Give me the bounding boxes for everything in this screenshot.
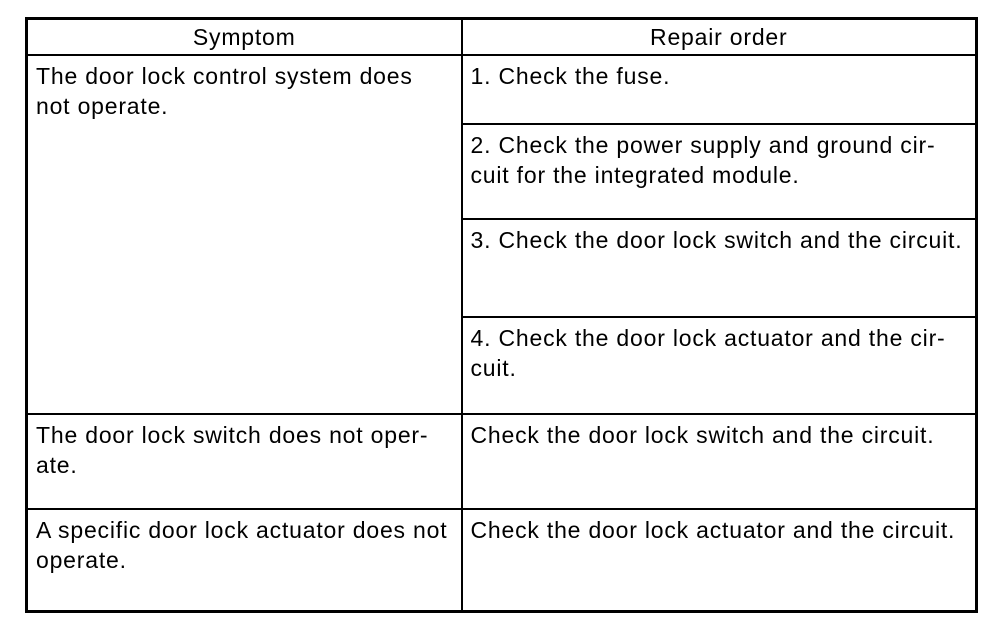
table-row: 2. Check the power supply and ground cir… [27,122,978,220]
repair-step-cell-check-power-supply: 2. Check the power supply and ground cir… [460,122,978,220]
table-header-row: Symptom Repair order [25,17,978,56]
repair-order-column-header: Repair order [460,17,978,56]
repair-step-cell-check-door-lock-switch: 3. Check the door lock switch and the ci… [460,217,978,318]
symptom-cell-specific-door-lock-actuator: A specific door lock actuator does not o… [25,507,463,613]
symptom-cell-door-lock-switch: The door lock switch does not oper- ate. [25,412,463,510]
repair-cell-check-door-lock-switch: Check the door lock switch and the circu… [460,412,978,510]
table-row: 4. Check the door lock actuator and the … [27,315,978,415]
repair-step-cell-check-door-lock-actuator: 4. Check the door lock actuator and the … [460,315,978,415]
table-row: The door lock control system does not op… [25,53,978,415]
symptom-cell-door-lock-control-system: The door lock control system does not op… [25,53,463,415]
table-row: The door lock switch does not oper- ate.… [25,412,978,510]
troubleshooting-table: Symptom Repair order The door lock contr… [25,17,978,613]
repair-cell-check-door-lock-actuator: Check the door lock actuator and the cir… [460,507,978,613]
table-row: A specific door lock actuator does not o… [25,507,978,613]
repair-step-cell-check-fuse: 1. Check the fuse. [460,53,978,125]
symptom-column-header: Symptom [25,17,463,56]
table-row: 3. Check the door lock switch and the ci… [27,217,978,318]
